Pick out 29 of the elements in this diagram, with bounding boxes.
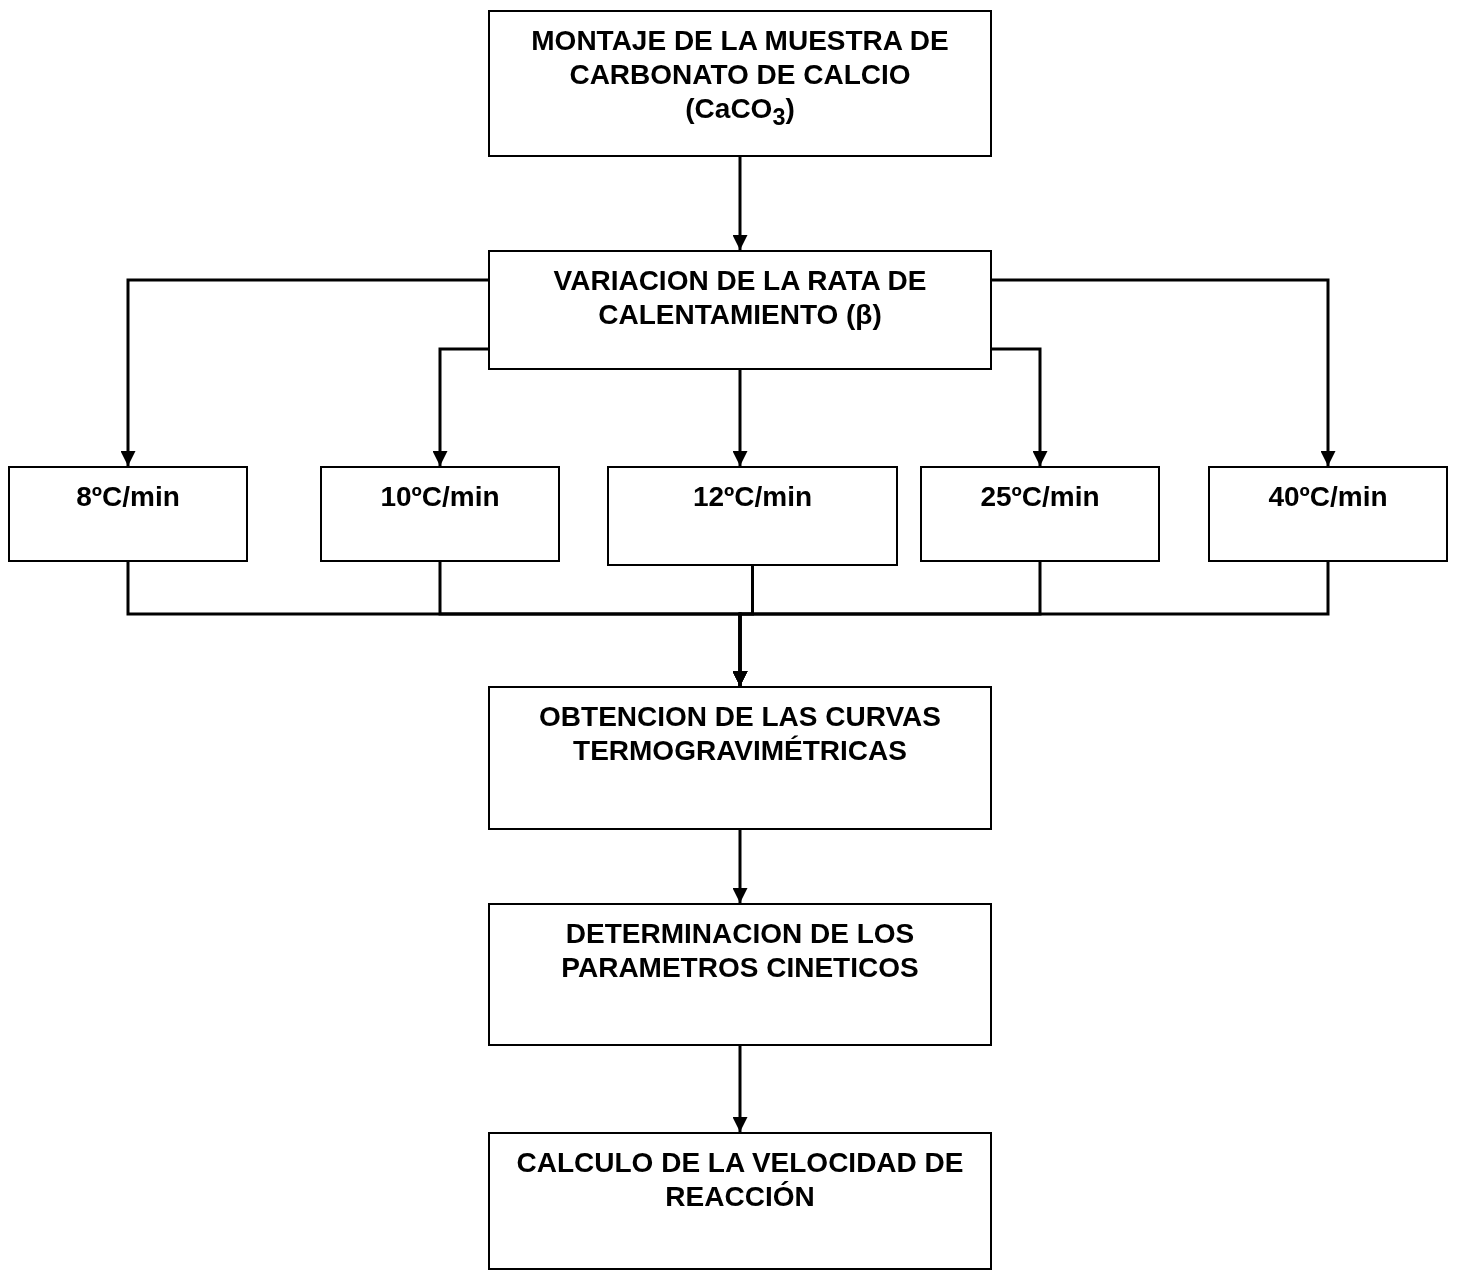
arrow [732,370,748,466]
step-label: VARIACION DE LA RATA DE CALENTAMIENTO (β) [552,264,928,332]
process-box [607,466,898,566]
step-label: 40ºC/min [1268,480,1388,514]
step-label: CALCULO DE LA VELOCIDAD DE REACCIÓN [515,1146,965,1214]
process-box [488,903,992,1046]
process-box [320,466,560,562]
arrow [732,562,1330,686]
process-box [920,466,1160,562]
arrow [992,347,1048,466]
step-label: DETERMINACION DE LOS PARAMETROS CINETICOS [560,917,920,985]
step-label: 25ºC/min [980,480,1100,514]
process-box [488,250,992,370]
arrow [120,278,488,466]
arrow [732,1046,748,1132]
process-box [488,10,992,157]
step-label: 10ºC/min [380,480,500,514]
arrow [992,278,1336,466]
process-box [1208,466,1448,562]
step-label: MONTAJE DE LA MUESTRA DE CARBONATO DE CALCIO (CaCO$_{3}$) [530,24,950,132]
process-box [488,686,992,830]
arrow [732,157,748,250]
arrow [432,347,488,466]
arrow [732,830,748,903]
step-label: 8ºC/min [76,480,180,514]
step-label: 12ºC/min [692,480,813,514]
process-box [488,1132,992,1270]
step-label: OBTENCION DE LAS CURVAS TERMOGRAVIMÉTRICAS [538,700,942,768]
process-box [8,466,248,562]
